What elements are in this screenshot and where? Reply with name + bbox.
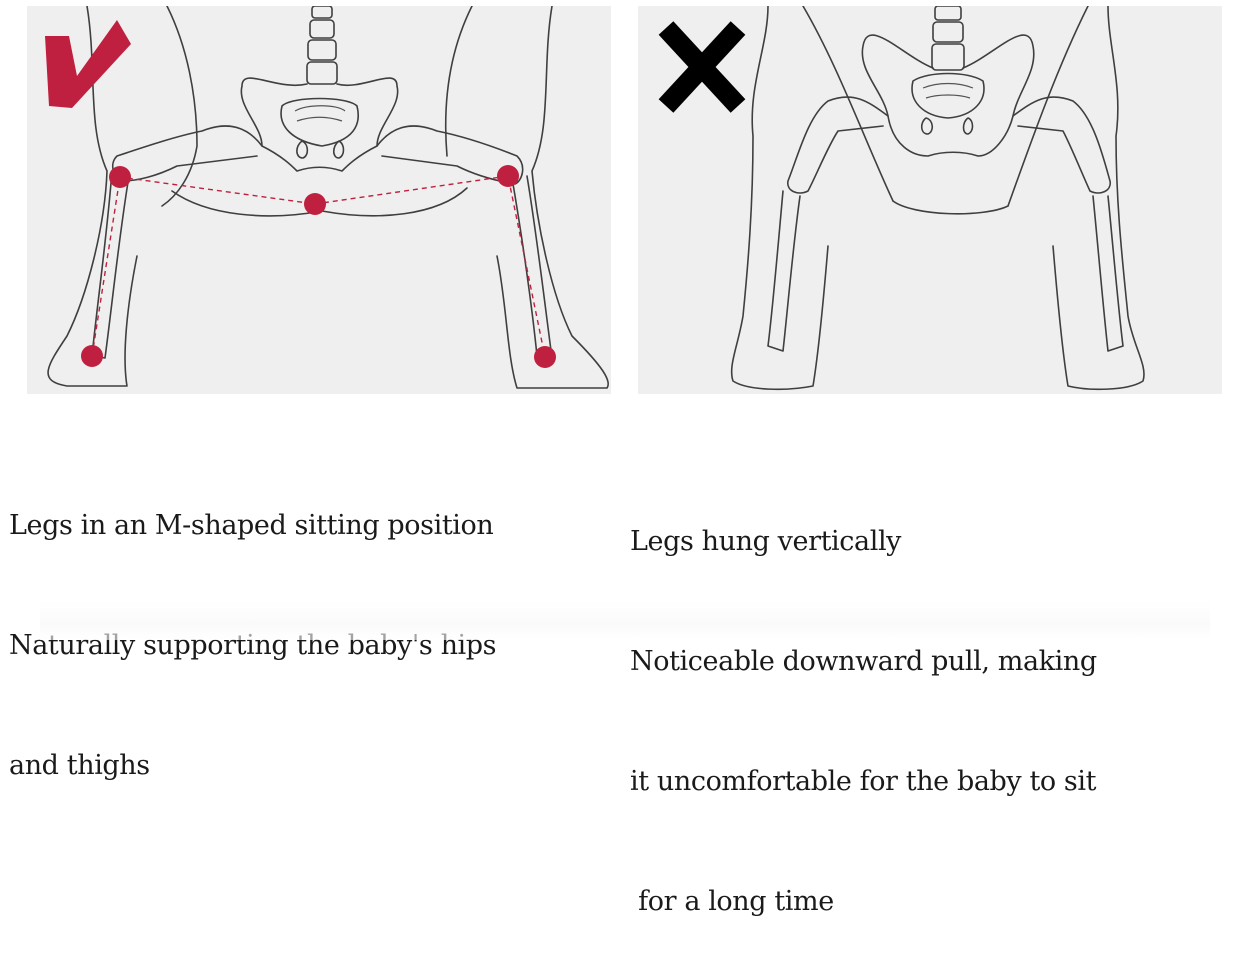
joint-marker-left-knee [109,166,131,188]
hip-crease [892,200,1009,215]
left-body-outline [47,6,198,387]
spine [306,6,338,85]
right-body-outline [1007,6,1145,391]
right-femur [376,125,524,185]
joint-marker-left-ankle [81,345,103,367]
left-body-outline [730,6,894,391]
caption-line: Noticeable downward pull, making [630,646,1097,677]
incorrect-position-illustration [638,6,1222,394]
left-tibia [91,170,130,359]
caption-line: Legs in an M-shaped sitting position [9,510,494,541]
spine [931,6,965,71]
right-tibia [511,175,553,359]
caption-line: for a long time [630,886,834,917]
caption-line: and thighs [9,750,150,781]
joint-marker-right-ankle [534,346,556,368]
left-femur [787,96,889,194]
joint-marker-right-knee [497,165,519,187]
pelvis [861,34,1035,157]
left-tibia [767,190,801,352]
right-body-outline [444,6,609,389]
correct-position-illustration [27,6,611,394]
right-tibia [1092,195,1124,352]
m-shape-hip-diagram [45,6,609,389]
caption-line: it uncomfortable for the baby to sit [630,766,1097,797]
check-mark-icon [45,20,131,108]
sacrum [280,97,359,147]
background-shadow [40,600,1210,640]
pelvis [240,77,399,172]
sacrum [911,72,985,119]
incorrect-position-caption: Legs hung vertically Noticeable downward… [630,442,1097,962]
caption-line: Legs hung vertically [630,526,902,557]
hanging-legs-hip-diagram [658,6,1145,391]
right-femur [1012,96,1111,194]
joint-marker-center [304,193,326,215]
cross-mark-icon [658,21,746,113]
left-femur [112,125,263,182]
